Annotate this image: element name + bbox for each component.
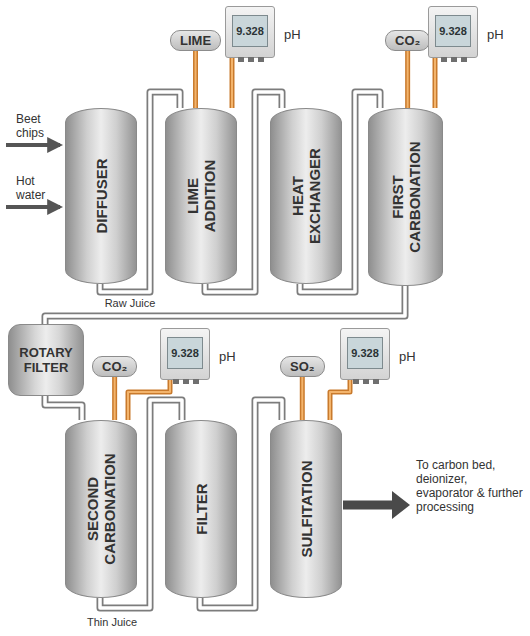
meter-caption: pH xyxy=(487,27,504,42)
pipe-wall xyxy=(128,380,170,420)
dosing-line xyxy=(232,58,233,108)
reagent-name: SO₂ xyxy=(290,359,315,374)
dosing-line xyxy=(195,51,196,108)
pipe-bore xyxy=(195,51,197,108)
dosing-line xyxy=(114,377,115,420)
pipe-wall xyxy=(433,58,438,108)
pipe-bore xyxy=(434,58,436,108)
cable-gland xyxy=(258,57,264,62)
pipe-wall xyxy=(300,377,305,420)
ph-meter: 9.328pH xyxy=(225,6,275,58)
cable-gland xyxy=(248,57,254,62)
pipe-bore xyxy=(231,58,233,108)
process-tank: SULFITATION xyxy=(270,420,342,598)
unit-name: FIRST CARBONATION xyxy=(389,135,423,260)
unit-name: DIFFUSER xyxy=(93,131,110,261)
unit-name: FILTER xyxy=(193,444,210,574)
pipe-wall xyxy=(112,377,117,420)
dosing-line xyxy=(330,380,350,420)
pipe-wall xyxy=(193,51,198,108)
stream-label: Raw Juice xyxy=(103,297,158,310)
stream-label: Thin Juice xyxy=(85,616,139,629)
feed-label: Beet chips xyxy=(16,112,60,140)
reagent-name: CO₂ xyxy=(102,359,127,374)
rotary-filter: ROTARY FILTER xyxy=(8,324,84,396)
process-tank: LIME ADDITION xyxy=(165,108,237,284)
meter-caption: pH xyxy=(219,349,236,364)
feed-arrow xyxy=(6,205,60,209)
process-tank: SECOND CARBONATION xyxy=(65,420,137,598)
ph-reading: 9.328 xyxy=(236,25,264,37)
cable-gland xyxy=(451,57,457,62)
ph-meter: 9.328pH xyxy=(428,6,478,58)
cable-gland xyxy=(461,57,467,62)
pipe-wall xyxy=(330,380,350,420)
unit-name: HEAT EXCHANGER xyxy=(289,141,323,251)
reagent-box: LIME xyxy=(170,30,221,51)
pipe-wall xyxy=(45,286,405,324)
pipe-bore xyxy=(45,286,405,324)
meter-screen: 9.328 xyxy=(167,337,203,369)
ph-reading: 9.328 xyxy=(439,25,467,37)
reagent-box: CO₂ xyxy=(92,356,137,377)
ph-meter: 9.328pH xyxy=(340,328,390,380)
pipe-bore xyxy=(45,396,82,420)
dosing-line xyxy=(302,377,303,420)
pipe-wall xyxy=(405,51,410,108)
feed-arrow xyxy=(6,143,60,147)
pipe-bore xyxy=(128,380,170,420)
outlet-label: To carbon bed, deionizer, evaporator & f… xyxy=(416,458,524,514)
cable-gland xyxy=(373,379,379,384)
feed-label: Hot water xyxy=(16,174,60,202)
reagent-box: SO₂ xyxy=(280,356,325,377)
outlet-pipe xyxy=(343,501,396,510)
dosing-line xyxy=(435,58,436,108)
pipe-bore xyxy=(301,377,303,420)
meter-screen: 9.328 xyxy=(347,337,383,369)
cable-gland xyxy=(353,379,359,384)
meter-caption: pH xyxy=(284,27,301,42)
ph-meter: 9.328pH xyxy=(160,328,210,380)
cable-gland xyxy=(183,379,189,384)
pipe-bore xyxy=(407,51,409,108)
unit-name: LIME ADDITION xyxy=(184,141,218,251)
cable-gland xyxy=(363,379,369,384)
reagent-box: CO₂ xyxy=(385,30,430,51)
meter-caption: pH xyxy=(399,349,416,364)
unit-name: ROTARY FILTER xyxy=(9,341,83,379)
process-tank: FILTER xyxy=(165,420,237,598)
reagent-name: LIME xyxy=(180,33,211,48)
meter-screen: 9.328 xyxy=(232,15,268,47)
juice-pipe xyxy=(45,396,82,420)
dosing-line xyxy=(407,51,408,108)
meter-screen: 9.328 xyxy=(435,15,471,47)
ph-reading: 9.328 xyxy=(171,347,199,359)
dosing-line xyxy=(128,380,170,420)
ph-reading: 9.328 xyxy=(351,347,379,359)
outlet-arrowhead xyxy=(392,491,410,519)
pipe-bore xyxy=(330,380,350,420)
pipe-wall xyxy=(230,58,235,108)
process-tank: FIRST CARBONATION xyxy=(368,108,443,286)
cable-gland xyxy=(193,379,199,384)
pipe-wall xyxy=(45,396,82,420)
unit-name: SULFITATION xyxy=(298,439,315,579)
cable-gland xyxy=(173,379,179,384)
process-tank: DIFFUSER xyxy=(65,108,137,284)
unit-name: SECOND CARBONATION xyxy=(84,447,118,572)
reagent-name: CO₂ xyxy=(395,33,420,48)
cable-gland xyxy=(238,57,244,62)
process-tank: HEAT EXCHANGER xyxy=(270,108,342,284)
cable-gland xyxy=(441,57,447,62)
pipe-bore xyxy=(114,377,116,420)
juice-pipe xyxy=(45,286,405,324)
